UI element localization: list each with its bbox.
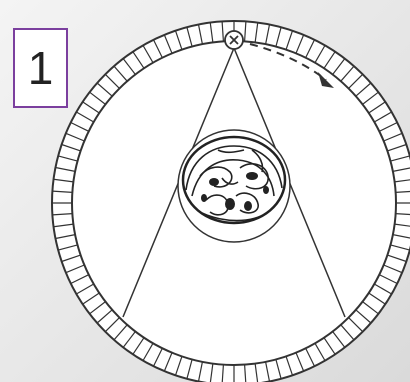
xray-source-icon xyxy=(225,31,243,49)
patient-cross-section xyxy=(178,130,290,242)
panel-number: 1 xyxy=(28,45,54,91)
panel-number-box: 1 xyxy=(13,28,68,108)
